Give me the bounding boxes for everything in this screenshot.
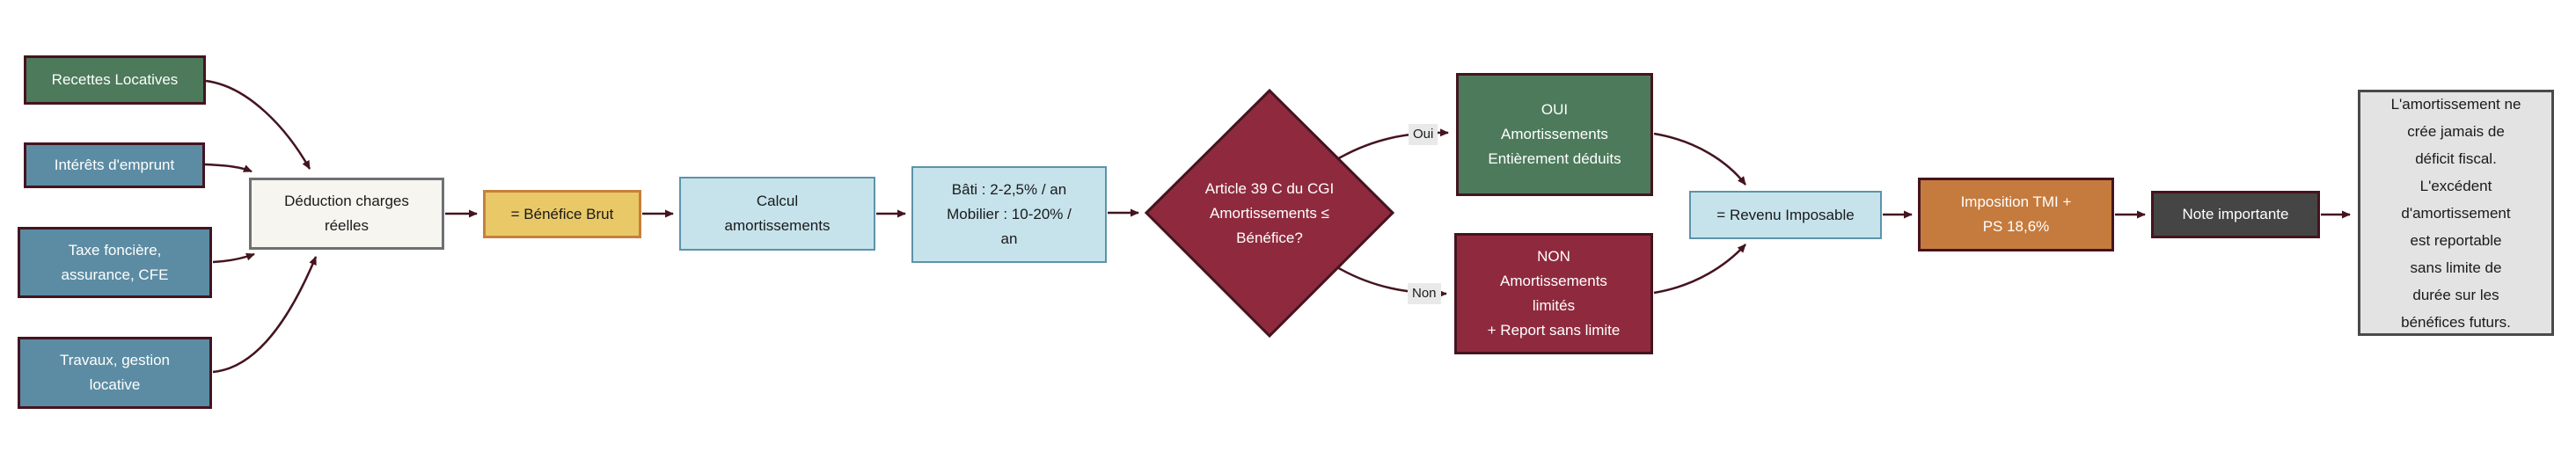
arrow-interets-deduction (204, 163, 252, 173)
node-imposition-tmi-ps: Imposition TMI + PS 18,6% (1918, 178, 2114, 251)
node-interets-emprunt: Intérêts d'emprunt (24, 142, 205, 188)
node-benefice-brut: = Bénéfice Brut (483, 190, 641, 238)
node-calcul-amortissements: Calcul amortissements (679, 177, 875, 251)
node-branch-non: NON Amortissements limités + Report sans… (1454, 233, 1653, 354)
node-branch-oui: OUI Amortissements Entièrement déduits (1456, 73, 1653, 196)
node-travaux-gestion: Travaux, gestion locative (18, 337, 212, 409)
edge-label-non: Non (1408, 283, 1441, 304)
node-taux-amortissement: Bâti : 2-2,5% / an Mobilier : 10-20% / a… (911, 166, 1107, 263)
node-taxe-fonciere: Taxe foncière, assurance, CFE (18, 227, 212, 298)
arrow-taxe-deduction (212, 252, 255, 264)
node-note-importante: Note importante (2151, 191, 2320, 238)
arrow-travaux-deduction (212, 256, 318, 374)
node-decision-article-39c: Article 39 C du CGI Amortissements ≤ Bén… (1204, 179, 1335, 246)
node-revenu-imposable: = Revenu Imposable (1689, 191, 1882, 239)
node-deduction-charges: Déduction charges réelles (249, 178, 444, 250)
node-note-detail: L'amortissement ne crée jamais de défici… (2358, 90, 2554, 336)
arrow-non-revenu (1653, 244, 1746, 295)
arrow-recettes-deduction (205, 79, 311, 170)
arrow-oui-revenu (1653, 132, 1746, 186)
edge-label-oui: Oui (1409, 124, 1438, 145)
node-recettes-locatives: Recettes Locatives (24, 55, 206, 105)
